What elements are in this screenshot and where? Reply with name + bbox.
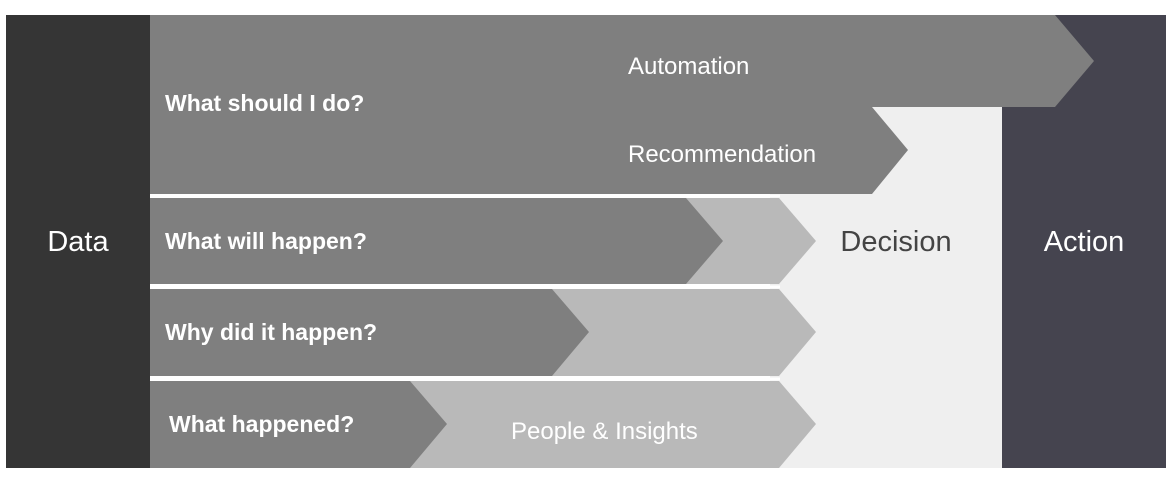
action-label: Action — [1044, 226, 1125, 258]
question-why-did-it-happen: Why did it happen? — [165, 319, 377, 345]
question-what-happened: What happened? — [169, 411, 354, 437]
automation-label: Automation — [628, 53, 749, 80]
diagnostic-light-arrow — [552, 289, 816, 376]
people-insights-label: People & Insights — [511, 418, 698, 445]
descriptive-dark-arrow — [150, 381, 447, 468]
decision-label: Decision — [840, 226, 951, 258]
recommendation-arrow — [150, 107, 908, 194]
recommendation-label: Recommendation — [628, 141, 816, 168]
predictive-dark-arrow — [150, 198, 723, 284]
question-what-should-i-do: What should I do? — [165, 90, 364, 116]
question-what-will-happen: What will happen? — [165, 228, 367, 254]
diagnostic-dark-arrow — [150, 289, 589, 376]
data-label: Data — [47, 226, 109, 258]
data-column — [6, 15, 150, 468]
automation-arrow — [150, 15, 1094, 107]
predictive-light-arrow — [686, 198, 816, 284]
people-insights-arrow — [410, 381, 816, 468]
